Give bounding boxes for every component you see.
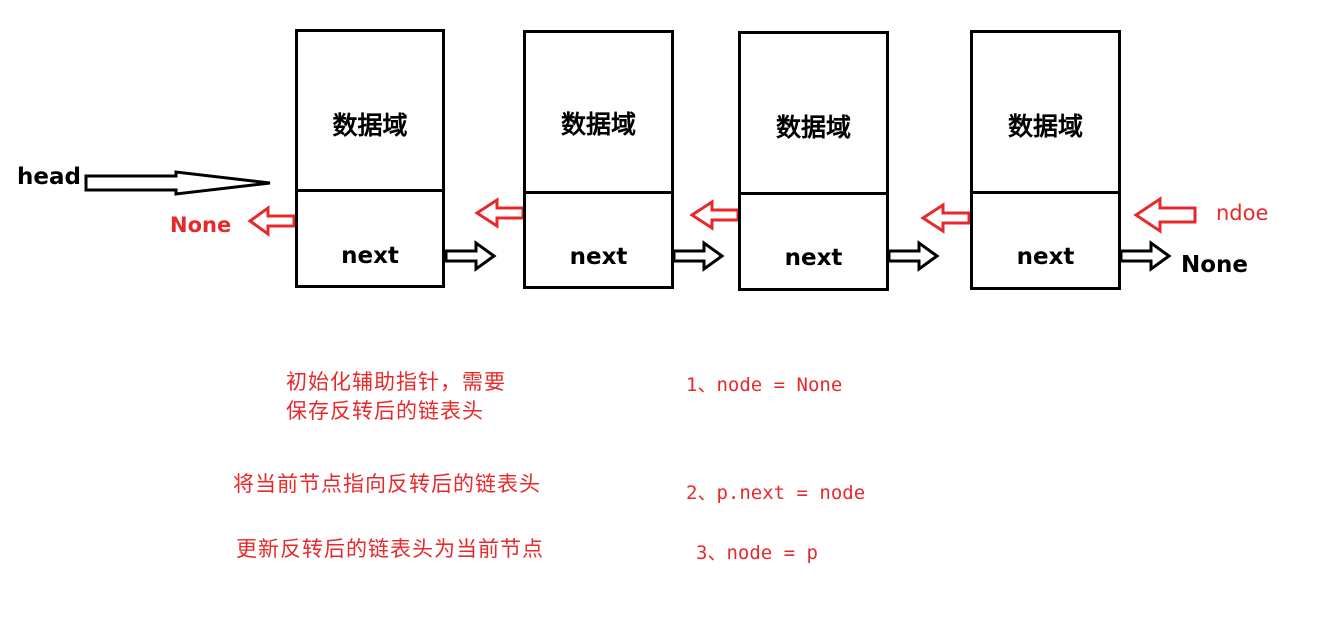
list-node-2: 数据域 next (523, 30, 674, 289)
step-1-description-line-2: 保存反转后的链表头 (286, 399, 484, 423)
data-field-label: 数据域 (1007, 112, 1083, 141)
node-divider (526, 191, 671, 194)
head-arrow (84, 170, 271, 196)
red-arrow-2 (474, 197, 525, 229)
next-field-label: next (1016, 244, 1075, 270)
next-field-label: next (784, 245, 843, 271)
data-field-label: 数据域 (775, 113, 851, 142)
ndoe-arrow (1133, 196, 1197, 234)
list-node-1: 数据域 next (295, 29, 445, 288)
next-arrow-4 (1119, 240, 1172, 272)
red-arrow-4 (920, 202, 971, 234)
step-1-code: 1、node = None (686, 374, 843, 396)
ndoe-label: ndoe (1216, 201, 1269, 225)
step-3-code: 3、node = p (696, 542, 818, 564)
left-none-label: None (170, 213, 232, 237)
node-divider (973, 191, 1118, 194)
data-field-label: 数据域 (332, 111, 408, 140)
node-divider (741, 192, 886, 195)
red-arrow-1 (247, 205, 296, 237)
data-field-label: 数据域 (560, 110, 636, 139)
head-label: head (17, 164, 81, 190)
step-2-description: 将当前节点指向反转后的链表头 (233, 472, 541, 496)
next-field-label: next (341, 243, 399, 269)
step-3-description: 更新反转后的链表头为当前节点 (236, 537, 544, 561)
next-arrow-3 (887, 240, 940, 272)
red-arrow-3 (689, 199, 740, 231)
right-none-label: None (1181, 252, 1249, 278)
list-node-3: 数据域 next (738, 31, 889, 291)
next-field-label: next (569, 244, 628, 270)
step-2-code: 2、p.next = node (686, 482, 866, 504)
next-arrow-2 (672, 240, 725, 272)
next-arrow-1 (444, 240, 497, 272)
list-node-4: 数据域 next (970, 30, 1121, 290)
node-divider (298, 189, 442, 192)
step-1-description-line-1: 初始化辅助指针，需要 (286, 370, 506, 394)
